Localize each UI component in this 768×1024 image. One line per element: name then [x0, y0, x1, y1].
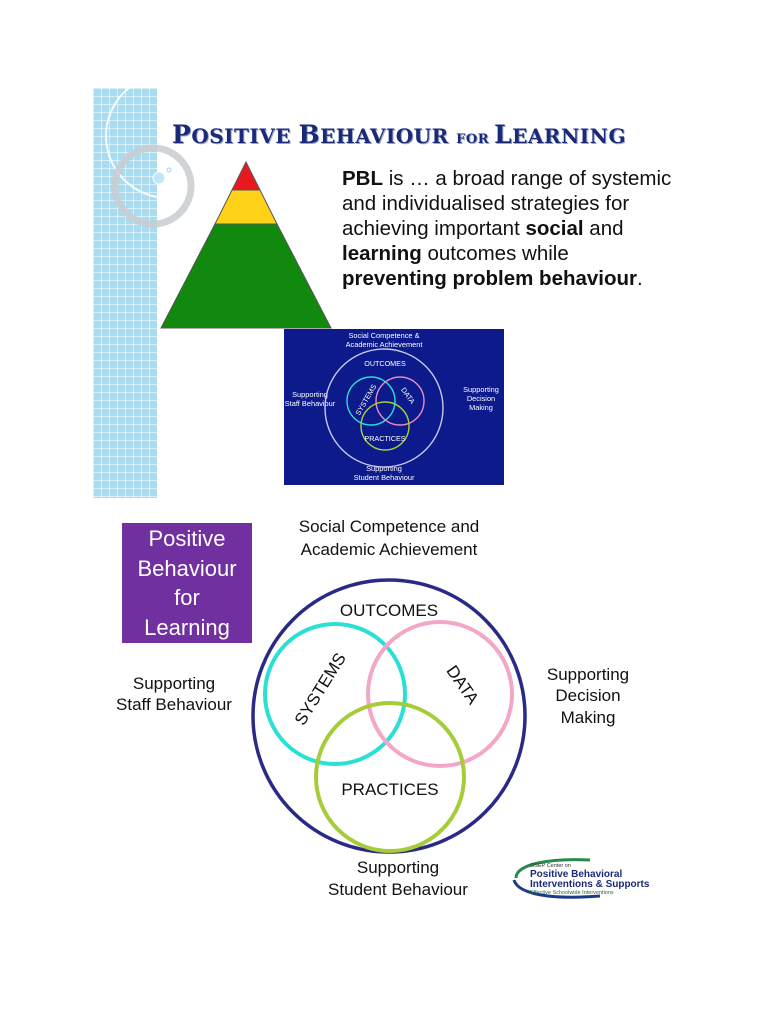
main-left-label-line: Supporting: [133, 674, 215, 693]
title-part: B: [298, 120, 321, 149]
logo-line-1: OSEP Center on: [530, 863, 571, 869]
main-data-circle: [366, 620, 514, 768]
title-part: P: [172, 120, 192, 149]
small-outer-ring: [324, 348, 444, 468]
title-part: L: [494, 120, 513, 149]
page-title: POSITIVE BEHAVIOUR FOR LEARNING: [172, 120, 626, 149]
logo-line-4: Effective Schoolwide Interventions: [530, 890, 614, 896]
main-top-label-line: Academic Achievement: [301, 540, 478, 559]
pyramid-tier-top: [231, 160, 261, 191]
osep-pbis-logo: OSEP Center on Positive Behavioral Inter…: [512, 858, 650, 899]
logo-line-3: Interventions & Supports: [530, 879, 650, 890]
small-data-circle: [375, 376, 425, 426]
definition-part: learning: [342, 242, 422, 265]
main-outcomes-label: OUTCOMES: [340, 601, 438, 620]
small-left-label-line: Supporting: [292, 390, 328, 399]
small-bottom-label-line: Supporting: [366, 464, 402, 473]
small-top-label-line: Social Competence &: [348, 331, 419, 340]
main-right-label-line: Supporting: [547, 665, 629, 684]
small-right-label-line: Decision: [467, 394, 495, 403]
small-top-label-line: Academic Achievement: [346, 340, 423, 349]
logo-line-2: Positive Behavioral: [530, 869, 622, 880]
logo-swoosh-icon: [512, 879, 601, 899]
small-practices-label: PRACTICES: [364, 434, 405, 443]
pyramid-tier-middle: [214, 189, 278, 225]
definition-part: preventing problem behaviour: [342, 267, 638, 290]
main-practices-label: PRACTICES: [341, 780, 438, 799]
title-part: EARNING: [512, 124, 627, 148]
logo-swoosh-icon: [514, 858, 591, 879]
small-right-label-line: Making: [469, 403, 493, 412]
pyramid-tier-bottom: [160, 223, 332, 329]
title-part: EHAVIOUR: [320, 124, 457, 148]
small-bottom-label-line: Student Behaviour: [354, 473, 415, 482]
purple-box-line: Positive: [148, 526, 226, 551]
small-pbl-diagram: Social Competence & Academic Achievement…: [284, 329, 504, 485]
small-practices-circle: [360, 401, 410, 451]
tiered-pyramid: [160, 160, 332, 329]
main-data-label: DATA: [442, 662, 483, 709]
definition-part: social: [525, 217, 584, 240]
main-right-label-line: Decision: [555, 686, 620, 705]
main-practices-circle: [314, 701, 466, 853]
definition-part: and: [583, 217, 624, 240]
main-bottom-label-line: Student Behaviour: [328, 880, 468, 899]
small-outcomes-label: OUTCOMES: [364, 359, 406, 368]
main-pbl-diagram: Social Competence and Academic Achieveme…: [116, 517, 629, 899]
main-systems-label: SYSTEMS: [291, 650, 350, 729]
purple-box-line: Behaviour: [137, 555, 237, 581]
definition-part: outcomes while: [421, 242, 569, 265]
small-right-label-line: Supporting: [463, 385, 499, 394]
small-systems-circle: [346, 376, 396, 426]
title-part: FOR: [456, 132, 495, 147]
main-left-label-line: Staff Behaviour: [116, 695, 232, 714]
definition-part: .: [637, 267, 643, 290]
main-right-label-line: Making: [561, 708, 616, 727]
purple-box-line: Learning: [144, 614, 230, 640]
pbl-definition: PBL is … a broad range of systemic and i…: [342, 166, 672, 291]
main-systems-circle: [263, 622, 407, 766]
main-top-label-line: Social Competence and: [299, 517, 480, 536]
definition-part: is … a broad range of systemic and indiv…: [342, 167, 672, 240]
pbl-purple-box: Positive Behaviour for Learning: [122, 523, 252, 643]
purple-box-line: for: [174, 585, 200, 610]
title-part: OSITIVE: [191, 124, 299, 148]
definition-part: PBL: [342, 167, 383, 190]
small-left-label-line: Staff Behaviour: [285, 399, 336, 408]
decorative-rings: [105, 73, 231, 228]
main-bottom-label-line: Supporting: [357, 858, 439, 877]
